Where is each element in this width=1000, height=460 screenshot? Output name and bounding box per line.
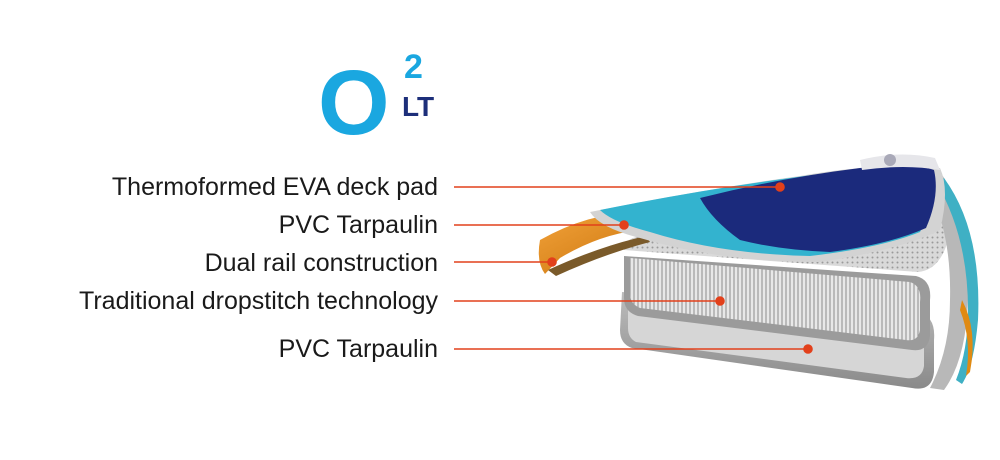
label-dropstitch: Traditional dropstitch technology — [79, 287, 438, 315]
leader-dot-dropstitch — [715, 296, 725, 306]
logo-graphic: O 2 LT — [318, 48, 434, 154]
logo-suffix: LT — [402, 91, 434, 122]
leader-dot-pvc-top — [619, 220, 629, 230]
side-rail-wall — [918, 160, 979, 390]
leader-dot-dual-rail — [547, 257, 557, 267]
leader-dot-pvc-bottom — [803, 344, 813, 354]
logo-superscript: 2 — [404, 48, 423, 86]
label-deck-pad: Thermoformed EVA deck pad — [111, 173, 438, 201]
logo-main-letter: O — [318, 52, 390, 154]
label-pvc-bottom: PVC Tarpaulin — [278, 335, 438, 363]
label-pvc-top: PVC Tarpaulin — [278, 211, 438, 239]
label-dual-rail: Dual rail construction — [204, 249, 438, 277]
o2-lt-logo: O 2 LT — [318, 48, 448, 154]
leader-dot-deck-pad — [775, 182, 785, 192]
